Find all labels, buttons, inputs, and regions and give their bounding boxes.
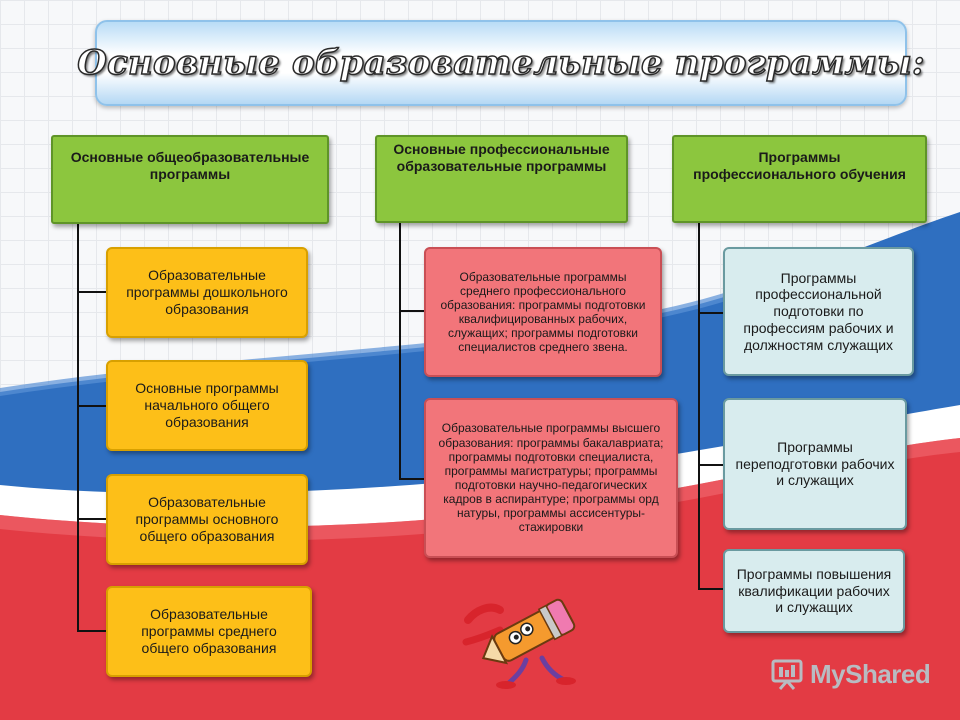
program-box-vocational-preparation: Программы профессиональной подготовки по… [723,247,914,376]
program-box-qualification-upgrade: Программы повышения квалификации рабочих… [723,549,905,633]
connector-line [698,312,724,314]
myshared-watermark: MyShared [770,655,931,693]
connector-line [399,478,425,480]
connector-line [77,291,107,293]
connector-line [77,224,79,632]
column-header-professional: Основные профессиональные образовательны… [375,135,628,223]
title-banner: Основные образовательные программы: [77,20,925,106]
program-box-basic: Образовательные программы основного обще… [106,474,308,565]
column-header-vocational-training: Программы профессионального обучения [672,135,927,223]
connector-line [698,588,724,590]
program-box-secondary: Образовательные программы среднего общег… [106,586,312,677]
connector-line [698,222,700,590]
connector-line [399,310,425,312]
connector-line [77,405,107,407]
page-title: Основные образовательные программы: [77,42,926,84]
watermark-text: MyShared [810,658,931,689]
program-box-higher-education: Образовательные программы высшего образо… [424,398,678,558]
program-box-primary: Основные программы начального общего обр… [106,360,308,451]
program-box-secondary-vocational: Образовательные программы среднего профе… [424,247,662,377]
connector-line [399,222,401,480]
program-box-preschool: Образовательные программы дошкольного об… [106,247,308,338]
connector-line [77,630,107,632]
connector-line [698,464,724,466]
program-box-retraining: Программы переподготовки рабочих и служа… [723,398,907,530]
connector-line [77,518,107,520]
column-header-general: Основные общеобразовательные программы [51,135,329,224]
presentation-board-icon [771,659,803,690]
pencil-mascot-illustration [462,598,576,689]
